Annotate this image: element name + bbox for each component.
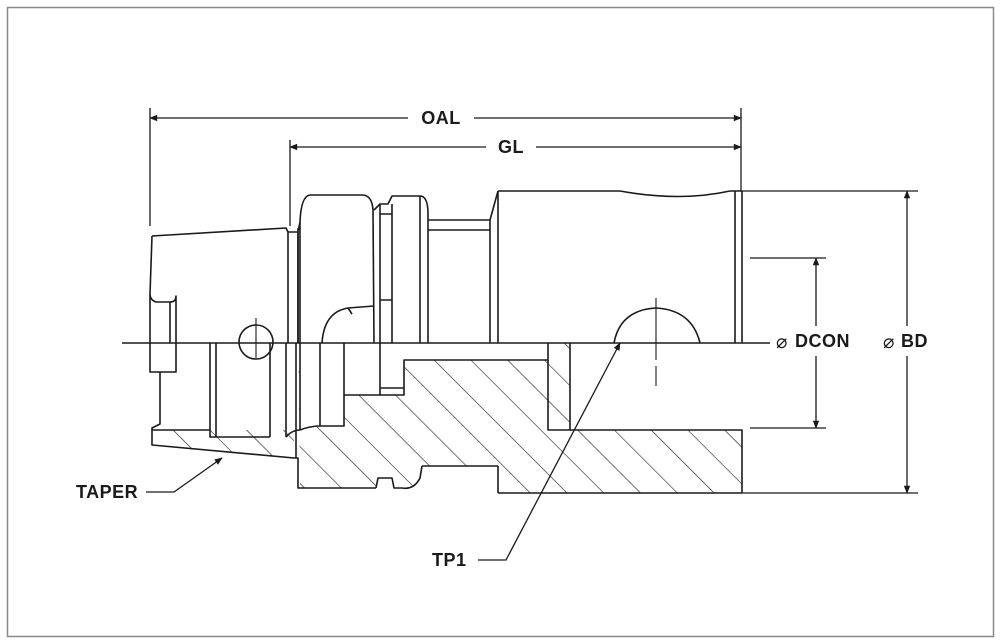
oal-label: OAL — [421, 108, 461, 128]
bd-diameter-symbol: ⌀ — [883, 332, 895, 353]
dcon-label: DCON — [795, 331, 850, 351]
section-hatch — [298, 343, 742, 493]
bd-label: BD — [901, 331, 928, 351]
dimension-lines — [146, 108, 918, 561]
screw-hole-top — [613, 307, 701, 344]
body-bottom — [375, 429, 743, 494]
drawing-frame — [6, 6, 995, 638]
body-top — [489, 190, 743, 343]
gl-label: GL — [498, 137, 524, 157]
neck-top — [428, 219, 490, 231]
taper-shank-bottom — [149, 343, 376, 489]
taper-label: TAPER — [76, 482, 138, 502]
thread-hole — [547, 343, 571, 431]
holder-part — [122, 190, 770, 494]
tp1-label: TP1 — [432, 550, 467, 570]
section-bore — [299, 343, 549, 431]
taper-shank-top — [149, 227, 299, 343]
bore-lines — [152, 343, 301, 458]
collar-top — [297, 194, 375, 344]
collar-inner-curve — [321, 305, 375, 344]
hole-center-dash — [255, 298, 657, 386]
end-lines — [169, 232, 289, 343]
section-hatch-left — [152, 430, 294, 458]
groove-top — [373, 195, 429, 343]
dcon-diameter-symbol: ⌀ — [776, 332, 788, 353]
